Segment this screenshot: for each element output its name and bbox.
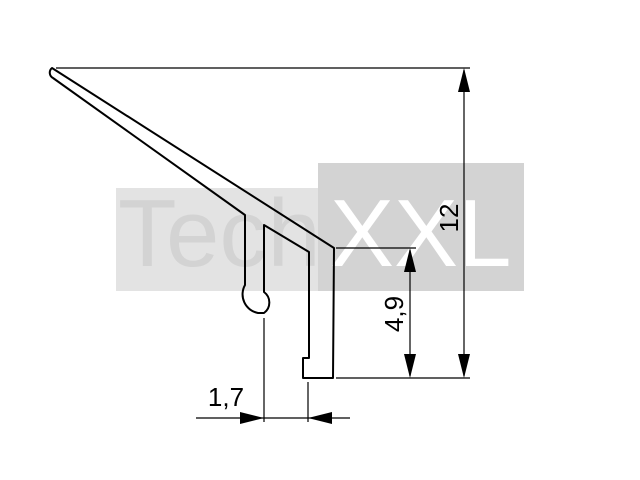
dimension-width-gap: 1,7 <box>196 318 350 424</box>
watermark-light-band <box>116 188 320 291</box>
dimension-height-total: 12 <box>56 67 470 379</box>
label-height-total: 12 <box>434 204 464 233</box>
sloped-lip <box>48 67 335 379</box>
dimension-height-lower: 4,9 <box>336 247 416 378</box>
arrow-down-icon <box>404 354 416 378</box>
watermark: Tech XXL <box>116 163 524 291</box>
arrow-up-icon <box>404 248 416 272</box>
arrow-left-icon <box>308 412 332 424</box>
label-width-gap: 1,7 <box>208 382 244 412</box>
profile-outline <box>48 67 335 379</box>
watermark-text-xxl: XXL <box>330 180 511 287</box>
arrow-right-icon <box>240 412 264 424</box>
arrow-down-icon <box>458 354 470 378</box>
watermark-dark-band <box>318 163 524 291</box>
arrow-up-icon <box>458 68 470 92</box>
label-height-lower: 4,9 <box>379 296 409 332</box>
